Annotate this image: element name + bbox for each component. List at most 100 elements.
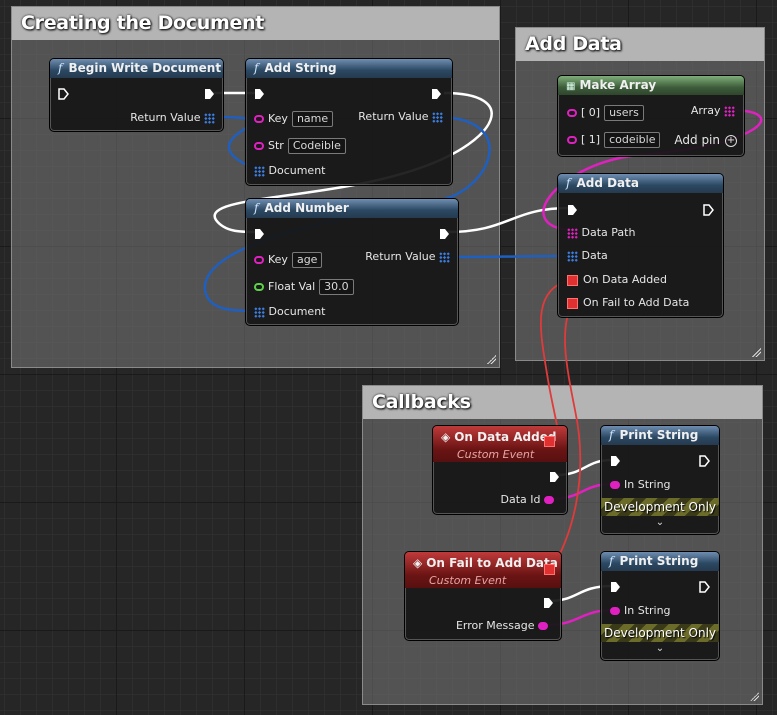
array-item-1-pin[interactable]: [ 1]codeible: [567, 132, 661, 148]
data-path-pin[interactable]: Data Path: [567, 226, 635, 240]
document-pin[interactable]: Document: [254, 164, 326, 178]
string-array-pin-icon: [724, 105, 735, 117]
exec-in-pin[interactable]: [567, 203, 578, 217]
function-icon: f: [609, 428, 614, 442]
function-icon: f: [58, 61, 63, 75]
node-title: Print String: [619, 428, 699, 442]
plus-circle-icon: +: [725, 134, 737, 147]
comment-title[interactable]: Add Data: [516, 28, 764, 61]
return-value-pin[interactable]: Return Value: [358, 110, 443, 124]
pin-label: Data Id: [500, 493, 541, 506]
string-pin-icon: [254, 142, 264, 150]
delegate-pin-icon: [544, 435, 555, 447]
exec-out-pin[interactable]: [549, 470, 560, 484]
in-string-pin[interactable]: In String: [610, 604, 671, 618]
array-item-0-input[interactable]: users: [604, 105, 644, 121]
key-input[interactable]: age: [291, 252, 323, 268]
comment-title[interactable]: Callbacks: [363, 386, 762, 419]
pin-label: On Fail to Add Data: [583, 296, 690, 309]
string-pin-icon: [567, 109, 577, 117]
development-only-banner: Development Only: [601, 624, 719, 642]
array-item-0-pin[interactable]: [ 0]users: [567, 105, 644, 121]
chevron-down-icon[interactable]: ⌄: [655, 643, 665, 654]
exec-in-pin[interactable]: [254, 227, 265, 241]
key-input[interactable]: name: [291, 111, 334, 127]
exec-out-pin[interactable]: [204, 87, 215, 101]
pin-label: Data Path: [581, 226, 636, 239]
pin-label: Return Value: [130, 111, 201, 124]
exec-out-pin[interactable]: [699, 580, 710, 594]
node-print-string-1[interactable]: f Print String In String Development Only…: [600, 425, 720, 535]
pin-label: [ 0]: [581, 106, 601, 119]
error-message-pin[interactable]: Error Message: [456, 619, 552, 633]
development-only-banner: Development Only: [601, 498, 719, 516]
string-pin-icon: [254, 256, 264, 264]
delegate-out-pin[interactable]: [544, 434, 560, 448]
object-array-pin-icon: [439, 251, 450, 263]
function-icon: f: [254, 61, 259, 75]
object-array-pin-icon: [254, 306, 265, 318]
string-pin-icon: [254, 115, 264, 123]
resize-handle-icon[interactable]: [486, 354, 496, 364]
on-fail-pin[interactable]: On Fail to Add Data: [567, 296, 689, 310]
pin-label: Array: [690, 104, 721, 117]
on-data-added-pin[interactable]: On Data Added: [567, 273, 667, 287]
float-input[interactable]: 30.0: [319, 279, 354, 295]
return-value-pin[interactable]: Return Value: [130, 111, 215, 125]
in-string-pin[interactable]: In String: [610, 478, 671, 492]
pin-label: Document: [268, 164, 326, 177]
exec-out-pin[interactable]: [703, 203, 714, 217]
pin-label: Error Message: [455, 619, 535, 632]
node-subtitle: Custom Event: [429, 574, 507, 587]
pin-label: In String: [624, 478, 671, 491]
delegate-pin-icon: [567, 274, 578, 286]
node-make-array[interactable]: ▦Make Array [ 0]users Array [ 1]codeible…: [557, 75, 745, 157]
pin-label: Return Value: [365, 250, 436, 263]
exec-in-pin[interactable]: [610, 580, 621, 594]
add-pin-button[interactable]: Add pin +: [674, 133, 737, 147]
object-array-pin-icon: [204, 112, 215, 124]
string-pin-icon: [538, 622, 548, 630]
function-icon: f: [254, 201, 259, 215]
string-pin-icon: [610, 607, 620, 615]
float-pin-icon: [254, 283, 264, 291]
node-on-data-added-event[interactable]: ◈On Data Added Custom Event Data Id: [432, 425, 568, 515]
chevron-down-icon[interactable]: ⌄: [655, 517, 665, 528]
array-item-1-input[interactable]: codeible: [604, 132, 661, 148]
comment-title[interactable]: Creating the Document: [12, 7, 499, 40]
exec-out-pin[interactable]: [699, 454, 710, 468]
document-pin[interactable]: Document: [254, 305, 326, 319]
delegate-out-pin[interactable]: [544, 562, 560, 576]
exec-in-pin[interactable]: [254, 87, 265, 101]
exec-out-pin[interactable]: [431, 87, 442, 101]
exec-in-pin[interactable]: [58, 87, 69, 101]
data-id-pin[interactable]: Data Id: [501, 493, 559, 507]
exec-out-pin[interactable]: [439, 227, 450, 241]
str-input[interactable]: Codeible: [287, 138, 346, 154]
data-pin[interactable]: Data: [567, 249, 608, 263]
resize-handle-icon[interactable]: [751, 347, 761, 357]
pin-label: Float Val: [268, 280, 316, 293]
node-title: Print String: [619, 554, 699, 568]
string-array-pin-icon: [567, 227, 578, 239]
node-title: Add Data: [576, 176, 639, 190]
return-value-pin[interactable]: Return Value: [365, 250, 450, 264]
object-array-pin-icon: [432, 111, 443, 123]
exec-in-pin[interactable]: [610, 454, 621, 468]
node-on-fail-event[interactable]: ◈On Fail to Add Data Custom Event Error …: [404, 551, 562, 641]
resize-handle-icon[interactable]: [749, 691, 759, 701]
pin-label: [ 1]: [581, 133, 601, 146]
pin-label: In String: [624, 604, 671, 617]
array-out-pin[interactable]: Array: [691, 104, 735, 118]
add-pin-label: Add pin: [674, 133, 720, 147]
exec-out-pin[interactable]: [543, 596, 554, 610]
